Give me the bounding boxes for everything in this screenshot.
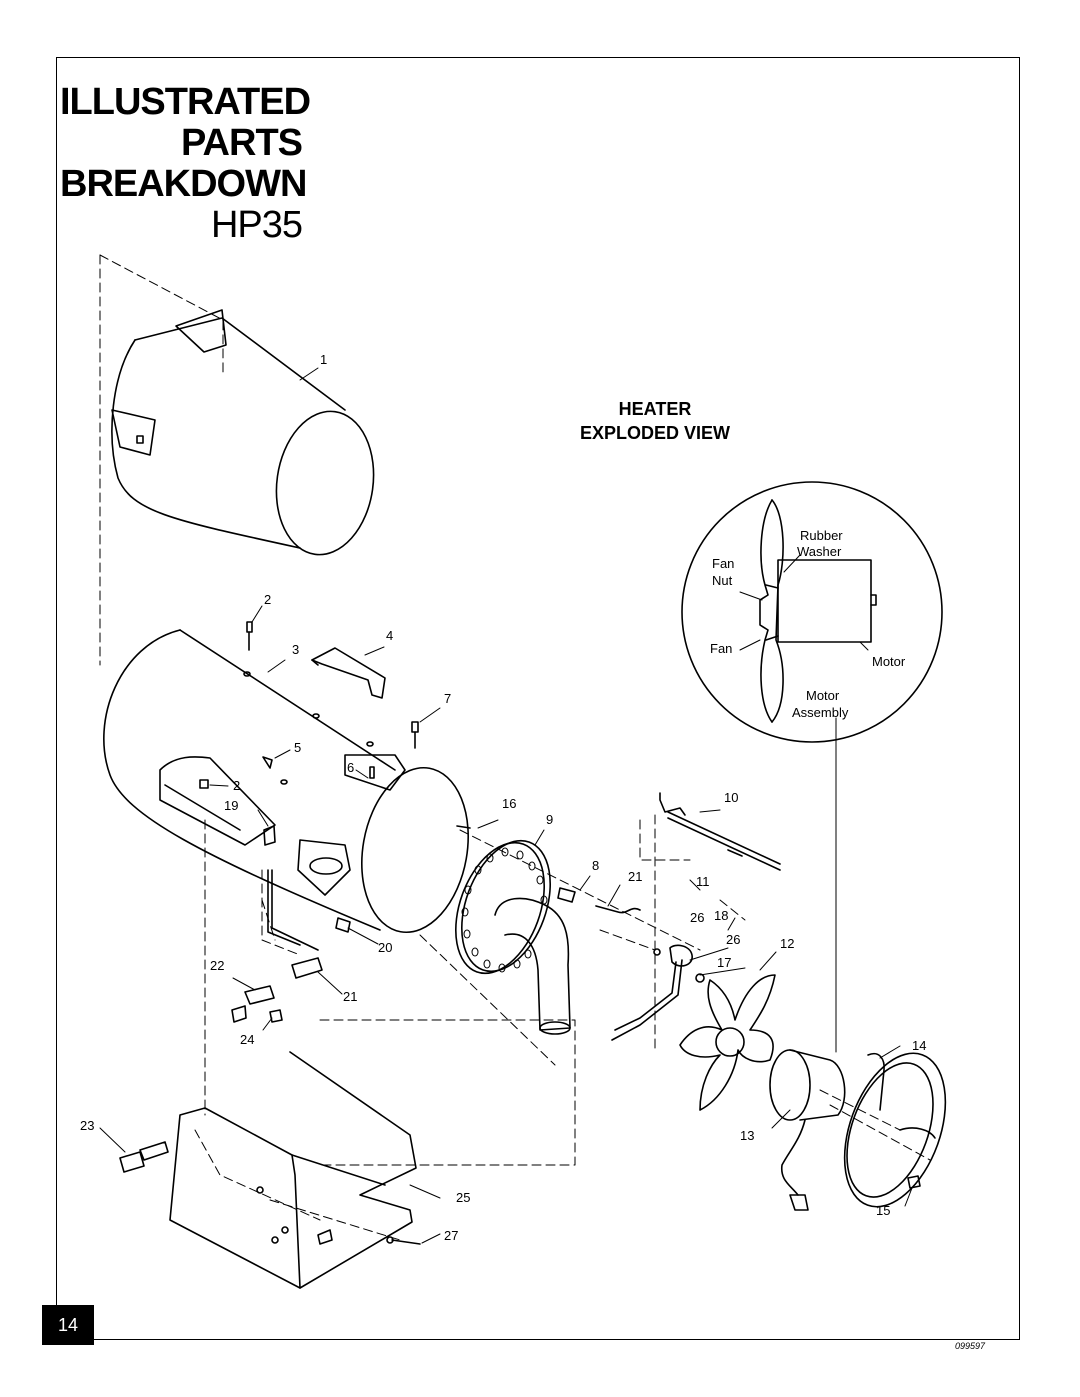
screws	[199, 621, 471, 829]
document-code: 099597	[955, 1341, 986, 1351]
callout-20: 20	[378, 940, 392, 955]
callout-9: 9	[546, 812, 553, 827]
callout-11: 11	[696, 874, 710, 889]
leader-lines	[99, 367, 913, 1244]
combustion-tube	[494, 897, 571, 1035]
callout-14: 14	[912, 1038, 926, 1053]
title-model: HP35	[210, 204, 303, 246]
inset-label-fan-nut-1: Fan	[712, 556, 734, 571]
fan-guard	[843, 1052, 947, 1208]
callout-2a: 2	[264, 592, 271, 607]
callout-5: 5	[294, 740, 301, 755]
page-frame	[56, 57, 1020, 1340]
callout-26a: 26	[690, 910, 704, 925]
gas-fittings	[231, 825, 351, 1023]
inset-label-rubber: Rubber	[800, 528, 843, 543]
inset-label-motor: Motor	[872, 654, 906, 669]
part-callouts: 1 2 3 4 7 5 6 2 19 16 9 10 8 21 11 26 18…	[80, 352, 926, 1243]
callout-8: 8	[592, 858, 599, 873]
hose-fitting	[119, 1141, 169, 1173]
ignitor-assembly	[659, 792, 781, 871]
callout-22: 22	[210, 958, 224, 973]
callout-26b: 26	[726, 932, 740, 947]
callout-21b: 21	[343, 989, 357, 1004]
inset-label-motor-assembly-1: Motor	[806, 688, 840, 703]
callout-6: 6	[347, 760, 354, 775]
view-heading-line-2: EXPLODED VIEW	[579, 423, 731, 443]
callout-21a: 21	[628, 869, 642, 884]
motor	[769, 1049, 846, 1211]
title-line-2: PARTS	[181, 122, 303, 164]
outer-shell	[111, 309, 375, 556]
callout-4: 4	[386, 628, 393, 643]
inset-labels: Rubber Washer Fan Nut Fan Motor Motor As…	[710, 528, 906, 720]
callout-19: 19	[224, 798, 238, 813]
page-number: 14	[42, 1305, 94, 1345]
page-title: ILLUSTRATED PARTS BREAKDOWN HP35	[60, 81, 311, 246]
callout-10: 10	[724, 790, 738, 805]
callout-18: 18	[714, 908, 728, 923]
view-heading-line-1: HEATER	[618, 399, 692, 419]
title-line-3: BREAKDOWN	[60, 163, 307, 205]
callout-13: 13	[740, 1128, 754, 1143]
callout-3: 3	[292, 642, 299, 657]
assembly-guide-lines	[99, 254, 931, 1241]
callout-23: 23	[80, 1118, 94, 1133]
callout-16: 16	[502, 796, 516, 811]
inset-label-motor-assembly-2: Assembly	[792, 705, 849, 720]
heater-housing	[103, 629, 469, 934]
callout-27: 27	[444, 1228, 458, 1243]
callout-17: 17	[717, 955, 731, 970]
callout-25: 25	[456, 1190, 470, 1205]
inset-label-fan: Fan	[710, 641, 732, 656]
inset-label-washer: Washer	[797, 544, 842, 559]
callout-15: 15	[876, 1203, 890, 1218]
callout-24: 24	[240, 1032, 254, 1047]
callout-12: 12	[780, 936, 794, 951]
view-heading: HEATER EXPLODED VIEW	[560, 397, 750, 445]
base-bracket	[169, 1051, 417, 1289]
title-line-1: ILLUSTRATED	[60, 81, 311, 123]
callout-1: 1	[320, 352, 327, 367]
fan-blade	[679, 974, 776, 1111]
callout-7: 7	[444, 691, 451, 706]
motor-assembly-inset	[681, 481, 943, 1053]
burner-plate	[454, 839, 552, 975]
nozzle-fittings	[557, 887, 705, 1041]
inset-label-fan-nut-2: Nut	[712, 573, 733, 588]
carry-handle	[311, 647, 386, 699]
callout-2b: 2	[233, 778, 240, 793]
pin	[386, 1236, 421, 1245]
